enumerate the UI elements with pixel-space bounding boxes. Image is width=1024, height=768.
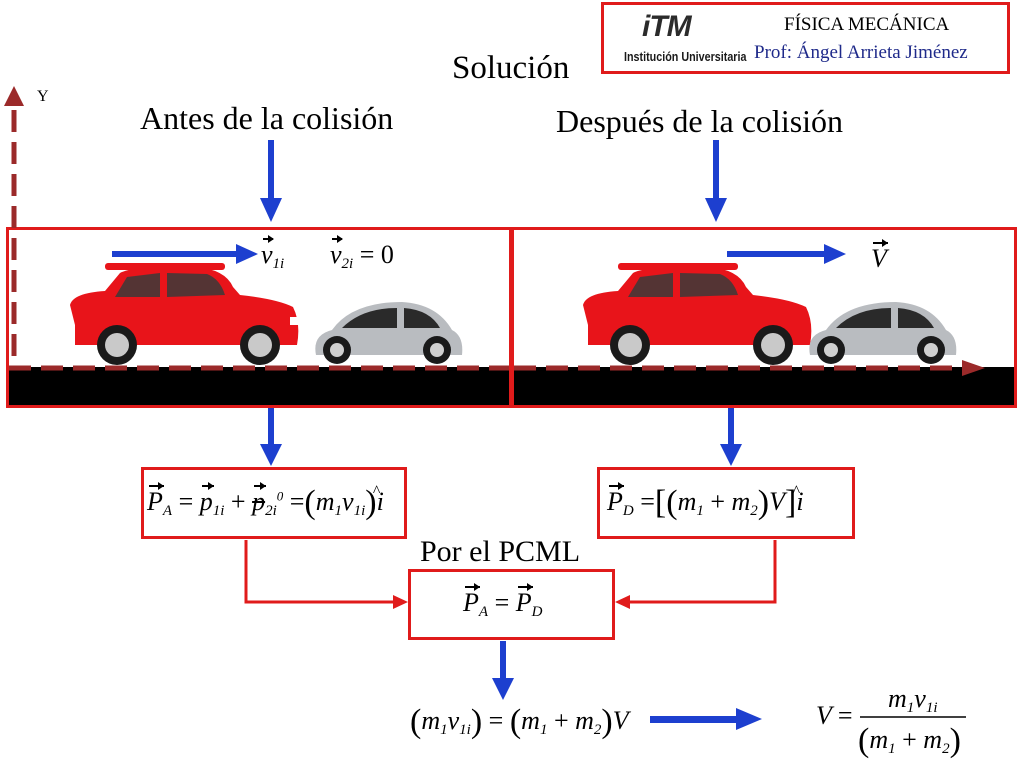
course-name: FÍSICA MECÁNICA [784, 14, 950, 35]
arrow-down-before-scene [260, 408, 282, 466]
connector-left [244, 540, 408, 609]
v1i-label: v1i [261, 235, 285, 272]
momentum-before-box [141, 467, 407, 539]
momentum-before-eq: PA = p1i + p2i0 =(m1v1i)i^ [147, 482, 384, 521]
before-title: Antes de la colisión [140, 100, 394, 136]
y-axis-label: Y [37, 88, 49, 105]
after-title: Después de la colisión [556, 103, 844, 139]
arrow-right-result [650, 708, 762, 730]
final-numerator: m1v1i [888, 684, 938, 716]
pcml-box [408, 569, 615, 640]
momentum-after-box [597, 467, 855, 539]
institution-name: Institución Universitaria [624, 50, 747, 64]
page-title: Solución [452, 50, 570, 86]
final-denominator: (m1 + m2) [858, 722, 961, 759]
silver-car-before [315, 302, 463, 364]
connector-right [615, 540, 777, 609]
v2i-label: v2i = 0 [330, 235, 394, 272]
arrow-down-before-title [260, 140, 282, 222]
pcml-label: Por el PCML [420, 535, 581, 568]
final-V-lhs: V = [816, 701, 853, 730]
V-label: V [871, 239, 889, 273]
velocity-arrow-after [727, 244, 846, 264]
header-box [601, 2, 1010, 74]
arrow-down-after-title [705, 140, 727, 222]
road-after [514, 360, 1014, 405]
arrow-down-pcml [492, 641, 514, 700]
y-axis [4, 86, 24, 370]
red-car-after [583, 263, 812, 365]
road-before [9, 365, 509, 405]
velocity-arrow-before [112, 244, 258, 264]
professor-name: Prof: Ángel Arrieta Jiménez [754, 42, 968, 63]
silver-car-after [809, 302, 957, 364]
pcml-eq: PA = PD [463, 583, 543, 620]
itm-logo: iTM [642, 10, 692, 43]
momentum-after-eq: PD =[(m1 + m2)V]i^ [607, 482, 804, 521]
arrow-down-after-scene [720, 408, 742, 466]
red-car-before [70, 263, 300, 365]
conservation-eq: (m1v1i) = (m1 + m2)V [410, 703, 629, 740]
x-axis-arrowhead [962, 360, 985, 376]
